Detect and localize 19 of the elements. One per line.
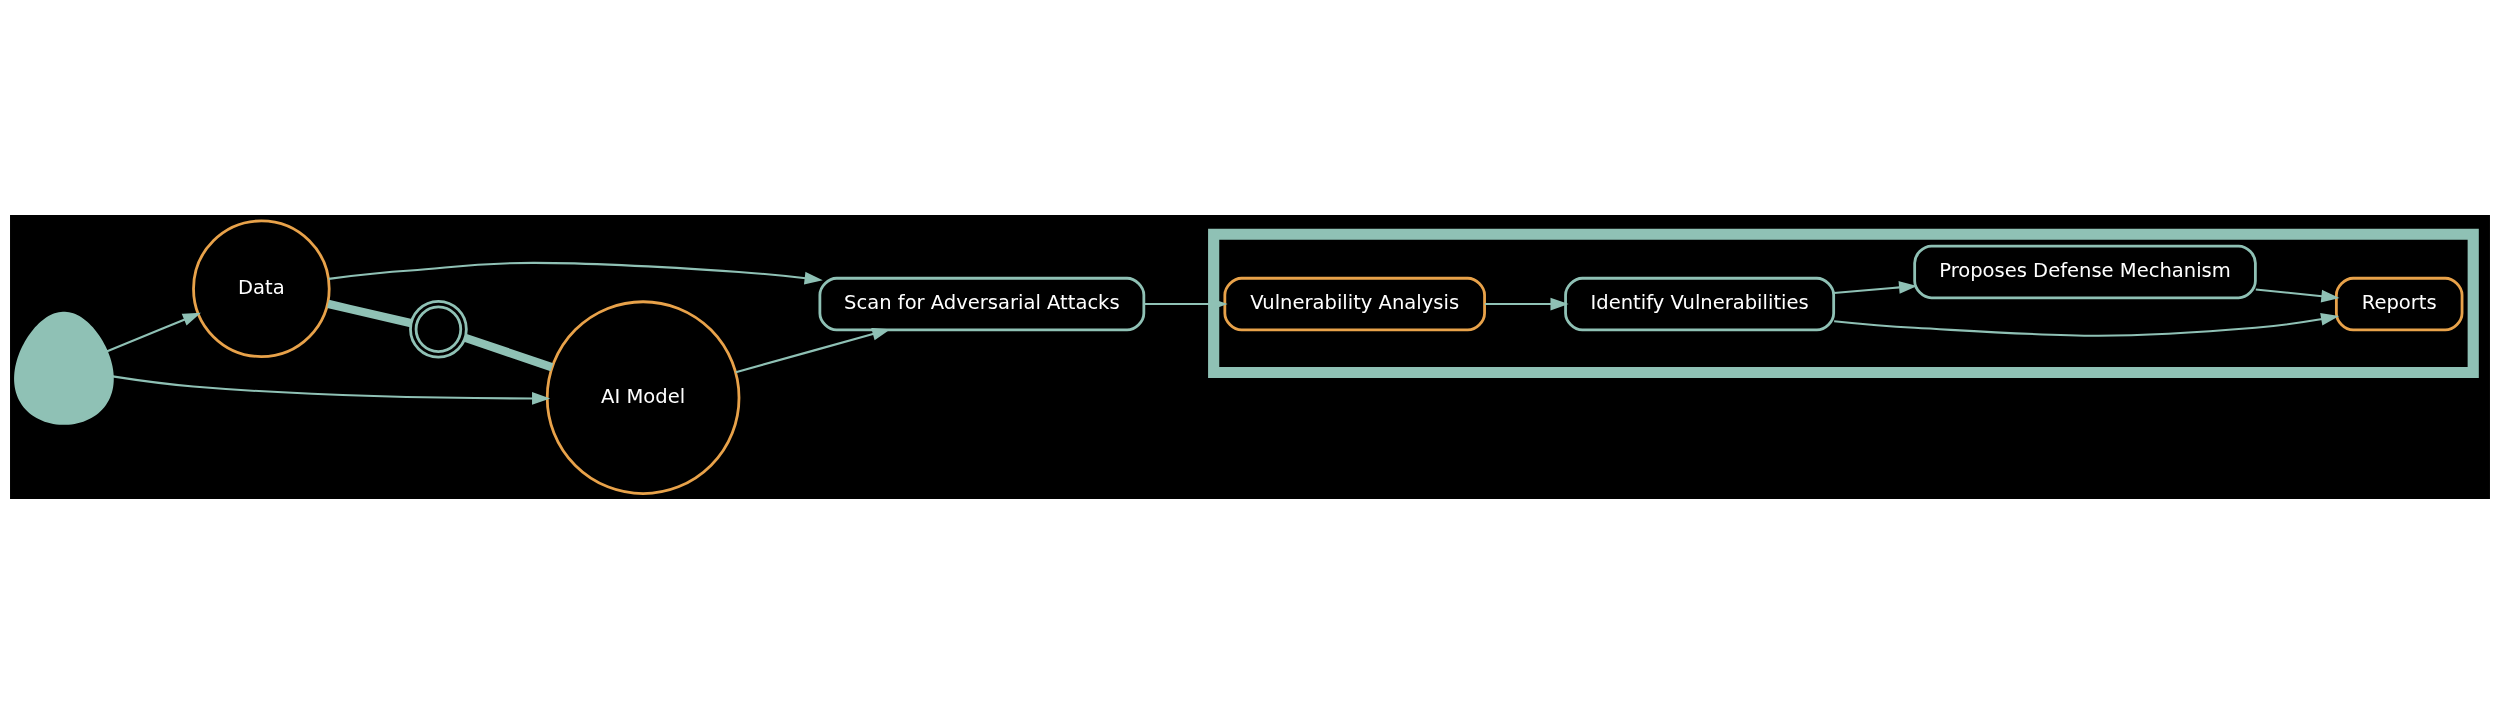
- arrow: [328, 261, 823, 285]
- node-circle: Data: [192, 219, 331, 358]
- arrow: [2255, 288, 2340, 303]
- arrow: [1484, 297, 1569, 311]
- arrow: [106, 312, 201, 353]
- node-box: Vulnerability Analysis: [1223, 276, 1486, 332]
- arrow: [1833, 281, 1918, 294]
- node-circle: AI Model: [545, 300, 741, 495]
- node-box: Proposes Defense Mechanism: [1913, 244, 2257, 300]
- node-box: Identify Vulnerabilities: [1564, 276, 1836, 332]
- node-box: Scan for Adversarial Attacks: [818, 276, 1146, 332]
- arrow: [112, 375, 551, 405]
- node-link: [409, 299, 468, 359]
- connector: [464, 333, 554, 372]
- node-box: Reports: [2334, 276, 2464, 332]
- connector: [327, 299, 412, 328]
- arrow: [1834, 312, 2340, 337]
- arrow: [735, 327, 891, 374]
- node-person: [14, 311, 114, 425]
